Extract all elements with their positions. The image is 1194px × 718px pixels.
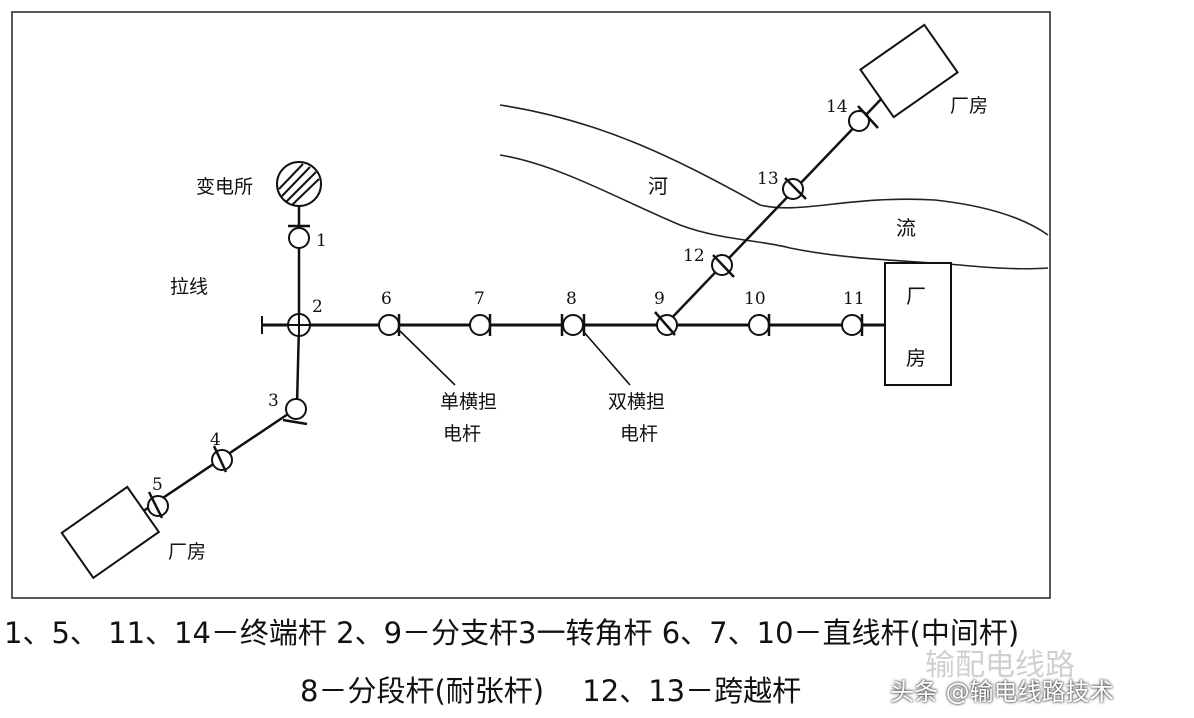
pole-number-2: 2 xyxy=(312,297,323,317)
label-river-1: 河 xyxy=(648,174,668,198)
watermark-faded-text: 输配电线路 xyxy=(925,648,1075,683)
pole-number-9: 9 xyxy=(654,289,665,309)
factory-upper-right xyxy=(859,23,959,119)
pole-number-13: 13 xyxy=(757,169,779,189)
label-river-2: 流 xyxy=(896,216,916,240)
pole-number-7: 7 xyxy=(474,289,485,309)
distribution-line-diagram: 变电所 拉线 厂房 厂房 厂 房 河 流 单横担 电杆 双横担 电杆 1 2 3… xyxy=(11,11,1051,599)
pole-14 xyxy=(848,105,879,132)
substation-hatching xyxy=(278,163,320,206)
river-bank-lower xyxy=(499,154,1049,270)
pole-6 xyxy=(378,314,401,336)
pole-4 xyxy=(211,445,233,473)
pole-2 xyxy=(287,313,311,337)
label-single-crossarm-1: 单横担 xyxy=(440,391,497,413)
leader-single-crossarm xyxy=(399,330,456,386)
pole-9 xyxy=(654,311,678,336)
pole-number-3: 3 xyxy=(268,391,279,411)
pole-number-12: 12 xyxy=(683,246,705,266)
diagram-border xyxy=(11,11,1051,599)
label-double-crossarm-2: 电杆 xyxy=(620,423,658,445)
pole-number-4: 4 xyxy=(210,430,221,450)
legend-line-1: 1、5、 11、14－终端杆 2、9－分支杆3一转角杆 6、7、10－直线杆(中… xyxy=(4,616,1020,650)
pole-5 xyxy=(147,491,169,519)
pole-7 xyxy=(469,314,492,336)
pole-number-14: 14 xyxy=(826,97,848,117)
pole-number-6: 6 xyxy=(381,289,392,309)
legend-line-2: 8－分段杆(耐张杆) 12、13－跨越杆 xyxy=(300,674,802,708)
pole-number-5: 5 xyxy=(152,475,163,495)
branch-to-upper-right-factory xyxy=(664,94,886,326)
watermark-text: 头条 @输电线路技术 xyxy=(890,678,1114,706)
pole-number-10: 10 xyxy=(744,289,766,309)
pole-number-8: 8 xyxy=(566,289,577,309)
label-factory-right-1: 厂 xyxy=(906,284,926,308)
pole-12 xyxy=(711,254,735,278)
label-factory-lower-left: 厂房 xyxy=(168,541,206,563)
label-factory-upper-right: 厂房 xyxy=(950,95,988,117)
pole-13 xyxy=(782,177,807,200)
label-single-crossarm-2: 电杆 xyxy=(443,423,481,445)
pole-number-1: 1 xyxy=(316,231,327,251)
river-bank-upper xyxy=(499,104,1049,236)
factory-lower-left xyxy=(60,485,161,580)
line-2-to-3 xyxy=(295,324,301,406)
pole-number-11: 11 xyxy=(843,289,865,309)
leader-double-crossarm xyxy=(582,330,631,386)
label-factory-right-2: 房 xyxy=(906,346,926,370)
pole-8 xyxy=(560,314,586,336)
pole-3 xyxy=(282,398,308,426)
factory-right xyxy=(884,262,952,386)
label-guy-wire: 拉线 xyxy=(170,276,208,298)
pole-10 xyxy=(748,314,771,336)
label-substation: 变电所 xyxy=(196,176,253,198)
label-double-crossarm-1: 双横担 xyxy=(608,391,665,413)
pole-11 xyxy=(841,314,864,336)
pole-1 xyxy=(288,224,310,249)
